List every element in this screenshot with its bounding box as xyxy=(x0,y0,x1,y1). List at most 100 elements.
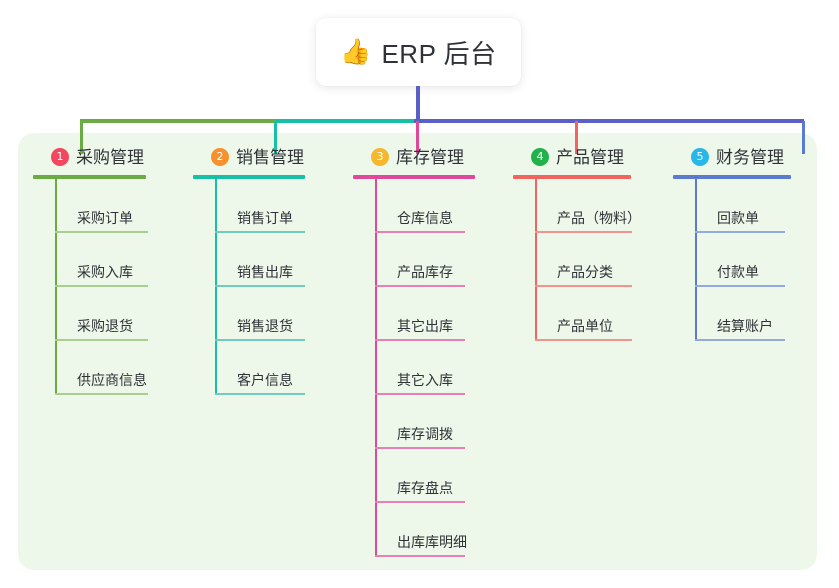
column-trunk-3 xyxy=(375,179,377,557)
list-item[interactable]: 仓库信息 xyxy=(375,179,483,233)
list-item-label: 产品库存 xyxy=(397,264,453,280)
list-item-label: 供应商信息 xyxy=(77,372,147,388)
column-badge-2: 2 xyxy=(211,148,229,166)
list-item[interactable]: 销售退货 xyxy=(215,287,323,341)
list-item-label: 产品（物料） xyxy=(557,210,641,226)
list-item-label: 采购入库 xyxy=(77,264,133,280)
list-item[interactable]: 其它出库 xyxy=(375,287,483,341)
list-item-label: 采购订单 xyxy=(77,210,133,226)
connector-leg-1 xyxy=(80,121,83,154)
list-item-rule xyxy=(375,447,465,449)
list-item-rule xyxy=(375,285,465,287)
connector-bus-blue xyxy=(414,119,804,123)
list-item[interactable]: 销售出库 xyxy=(215,233,323,287)
list-item-rule xyxy=(535,339,632,341)
list-item-rule xyxy=(55,393,148,395)
list-item-rule xyxy=(215,231,305,233)
list-item-label: 库存调拨 xyxy=(397,426,453,442)
column-title-rule-5 xyxy=(673,175,791,179)
column-title-2: 销售管理 xyxy=(236,147,304,167)
list-item[interactable]: 产品（物料） xyxy=(535,179,645,233)
list-item-label: 结算账户 xyxy=(717,318,773,334)
connector-leg-2 xyxy=(274,121,277,154)
list-item-rule xyxy=(375,231,465,233)
column-trunk-1 xyxy=(55,179,57,395)
list-item-rule xyxy=(695,231,785,233)
list-item-rule xyxy=(375,555,465,557)
column-header-2[interactable]: 2 销售管理 xyxy=(193,145,323,169)
thumbs-up-icon: 👍 xyxy=(340,37,372,66)
list-item[interactable]: 采购入库 xyxy=(55,233,161,287)
list-item-label: 销售退货 xyxy=(237,318,293,334)
list-item-label: 销售出库 xyxy=(237,264,293,280)
column-badge-3: 3 xyxy=(371,148,389,166)
column-badge-1: 1 xyxy=(51,148,69,166)
list-item-label: 出库库明细 xyxy=(397,534,467,550)
list-item-rule xyxy=(215,285,305,287)
list-item-label: 销售订单 xyxy=(237,210,293,226)
list-item-rule xyxy=(55,231,148,233)
column-trunk-2 xyxy=(215,179,217,395)
column-items-5: 回款单付款单结算账户 xyxy=(695,179,805,341)
list-item-label: 产品单位 xyxy=(557,318,613,334)
connector-bus-green xyxy=(80,119,276,123)
column-title-rule-2 xyxy=(193,175,305,179)
list-item[interactable]: 其它入库 xyxy=(375,341,483,395)
column-badge-4: 4 xyxy=(531,148,549,166)
list-item[interactable]: 产品库存 xyxy=(375,233,483,287)
list-item-rule xyxy=(535,285,632,287)
connector-leg-4 xyxy=(575,121,578,154)
column-title-rule-4 xyxy=(513,175,631,179)
list-item[interactable]: 产品单位 xyxy=(535,287,645,341)
column-title-1: 采购管理 xyxy=(76,147,144,167)
list-item-rule xyxy=(535,231,632,233)
list-item-rule xyxy=(375,393,465,395)
column-2: 2 销售管理销售订单销售出库销售退货客户信息 xyxy=(193,145,323,395)
list-item[interactable]: 库存盘点 xyxy=(375,449,483,503)
column-trunk-5 xyxy=(695,179,697,341)
list-item-rule xyxy=(375,501,465,503)
connector-bus-teal xyxy=(276,119,418,123)
list-item[interactable]: 采购订单 xyxy=(55,179,161,233)
list-item[interactable]: 销售订单 xyxy=(215,179,323,233)
list-item-label: 回款单 xyxy=(717,210,759,226)
list-item[interactable]: 客户信息 xyxy=(215,341,323,395)
list-item[interactable]: 库存调拨 xyxy=(375,395,483,449)
page-title: ERP 后台 xyxy=(381,38,497,69)
root-node-card: 👍 ERP 后台 xyxy=(316,18,521,86)
column-title-4: 产品管理 xyxy=(556,147,624,167)
list-item-label: 产品分类 xyxy=(557,264,613,280)
column-title-rule-3 xyxy=(353,175,475,179)
list-item[interactable]: 出库库明细 xyxy=(375,503,483,557)
list-item[interactable]: 付款单 xyxy=(695,233,805,287)
list-item-rule xyxy=(375,339,465,341)
column-header-5[interactable]: 5 财务管理 xyxy=(673,145,805,169)
connector-leg-5 xyxy=(802,121,805,154)
connector-leg-3 xyxy=(416,121,419,154)
column-title-rule-1 xyxy=(33,175,146,179)
column-title-5: 财务管理 xyxy=(716,147,784,167)
list-item-label: 库存盘点 xyxy=(397,480,453,496)
list-item-label: 仓库信息 xyxy=(397,210,453,226)
list-item-rule xyxy=(215,393,305,395)
list-item-rule xyxy=(55,339,148,341)
column-4: 4 产品管理产品（物料） 产品分类产品单位 xyxy=(513,145,645,341)
column-header-4[interactable]: 4 产品管理 xyxy=(513,145,645,169)
list-item[interactable]: 产品分类 xyxy=(535,233,645,287)
column-5: 5 财务管理回款单付款单结算账户 xyxy=(673,145,805,341)
diagram-panel xyxy=(18,133,817,570)
column-items-3: 仓库信息产品库存其它出库其它入库库存调拨库存盘点出库库明细 xyxy=(375,179,483,557)
list-item[interactable]: 供应商信息 xyxy=(55,341,161,395)
column-1: 1 采购管理采购订单采购入库采购退货供应商信息 xyxy=(33,145,161,395)
list-item[interactable]: 回款单 xyxy=(695,179,805,233)
column-header-1[interactable]: 1 采购管理 xyxy=(33,145,161,169)
list-item-label: 采购退货 xyxy=(77,318,133,334)
column-items-2: 销售订单销售出库销售退货客户信息 xyxy=(215,179,323,395)
list-item[interactable]: 采购退货 xyxy=(55,287,161,341)
list-item[interactable]: 结算账户 xyxy=(695,287,805,341)
list-item-rule xyxy=(695,285,785,287)
column-badge-5: 5 xyxy=(691,148,709,166)
list-item-label: 其它出库 xyxy=(397,318,453,334)
